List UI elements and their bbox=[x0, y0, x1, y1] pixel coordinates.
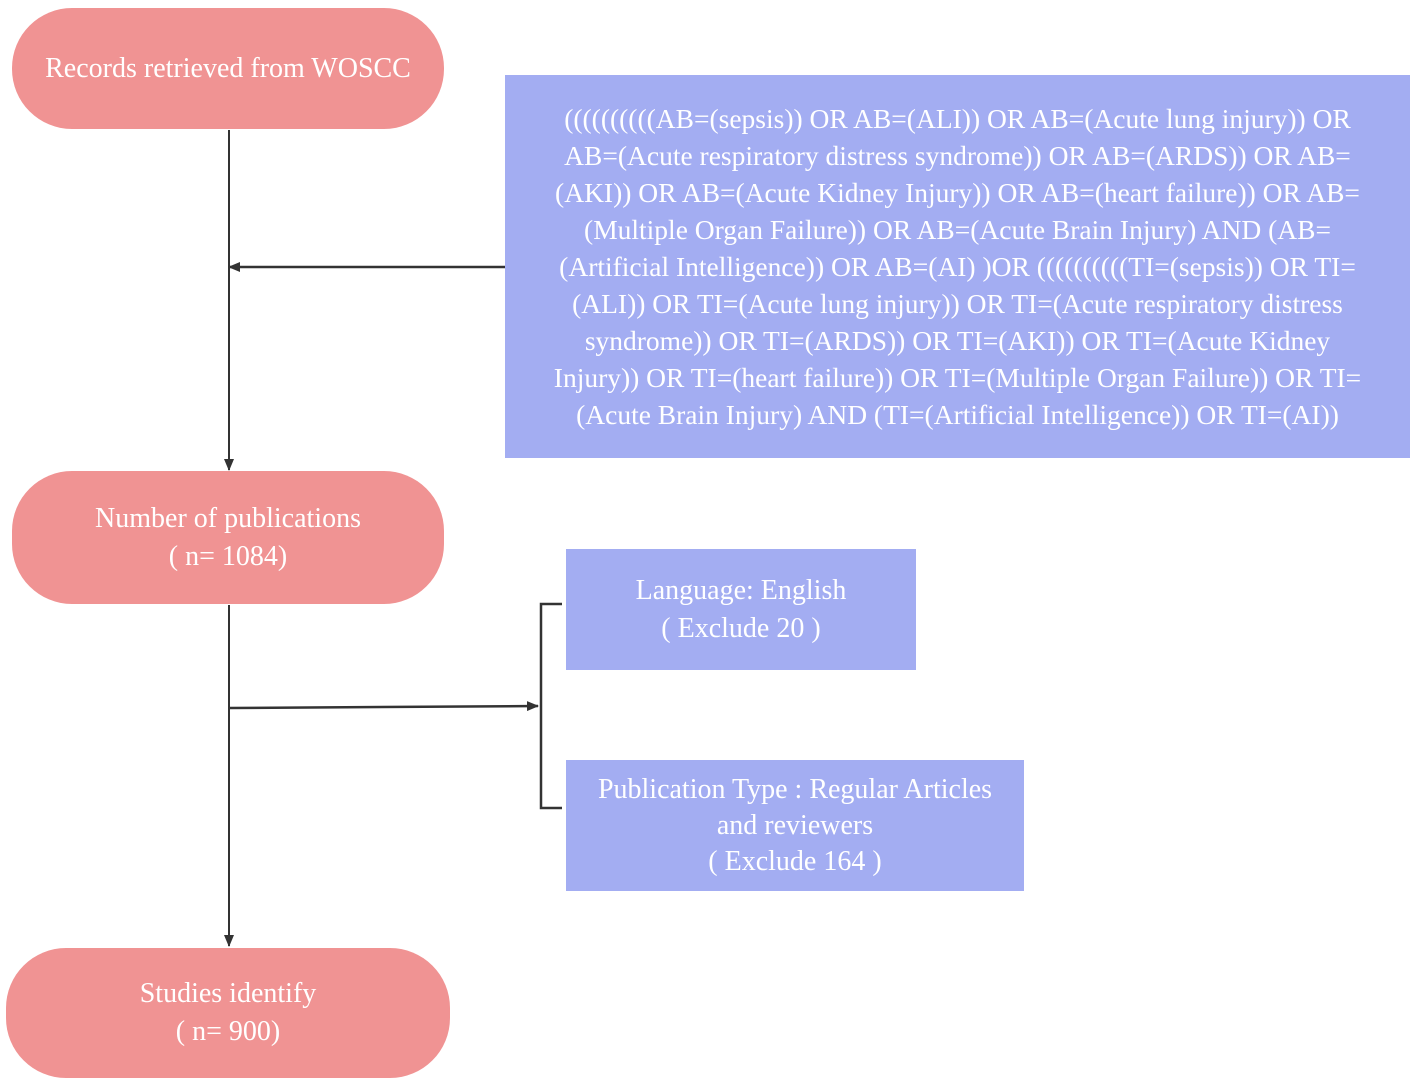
query-line: (Multiple Organ Failure)) OR AB=(Acute B… bbox=[584, 214, 1331, 245]
publication-type-label-continued: and reviewers bbox=[716, 809, 874, 841]
studies-label: Studies identify bbox=[139, 978, 317, 1009]
publication-type-exclude-count: ( Exclude 164 ) bbox=[708, 845, 882, 877]
query-line: AB=(Acute respiratory distress syndrome)… bbox=[564, 140, 1351, 171]
query-line: Injury)) OR TI=(heart failure)) OR TI=(M… bbox=[553, 362, 1362, 393]
search-query-box: ((((((((((AB=(sepsis)) OR AB=(ALI)) OR A… bbox=[505, 75, 1410, 458]
publication-type-exclusion-box: Publication Type : Regular Articles and … bbox=[566, 760, 1024, 891]
exclusion-bracket bbox=[539, 602, 562, 810]
publications-label: Number of publications bbox=[95, 502, 361, 534]
studies-identified-node: Studies identify ( n= 900) bbox=[6, 948, 450, 1078]
publication-type-label: Publication Type : Regular Articles bbox=[597, 773, 993, 805]
publications-count: ( n= 1084) bbox=[168, 540, 288, 572]
query-line: syndrome)) OR TI=(ARDS)) OR TI=(AKI)) OR… bbox=[584, 325, 1331, 356]
language-label: Language: English bbox=[635, 574, 847, 606]
language-exclusion-box: Language: English ( Exclude 20 ) bbox=[566, 549, 916, 670]
connector-flow-to-exclusions bbox=[228, 701, 539, 712]
records-retrieved-node: Records retrieved from WOSCC bbox=[12, 8, 444, 129]
studies-count: ( n= 900) bbox=[175, 1016, 281, 1047]
records-retrieved-label: Records retrieved from WOSCC bbox=[45, 52, 411, 84]
query-line: (Artificial Intelligence)) OR AB=(AI) )O… bbox=[559, 251, 1356, 282]
language-exclude-count: ( Exclude 20 ) bbox=[661, 612, 821, 644]
publications-count-node: Number of publications ( n= 1084) bbox=[12, 471, 444, 604]
query-line: (ALI)) OR TI=(Acute lung injury)) OR TI=… bbox=[572, 288, 1343, 319]
query-line: ((((((((((AB=(sepsis)) OR AB=(ALI)) OR A… bbox=[564, 103, 1351, 134]
query-line: (Acute Brain Injury) AND (TI=(Artificial… bbox=[576, 399, 1339, 430]
query-line: (AKI)) OR AB=(Acute Kidney Injury)) OR A… bbox=[555, 177, 1360, 208]
